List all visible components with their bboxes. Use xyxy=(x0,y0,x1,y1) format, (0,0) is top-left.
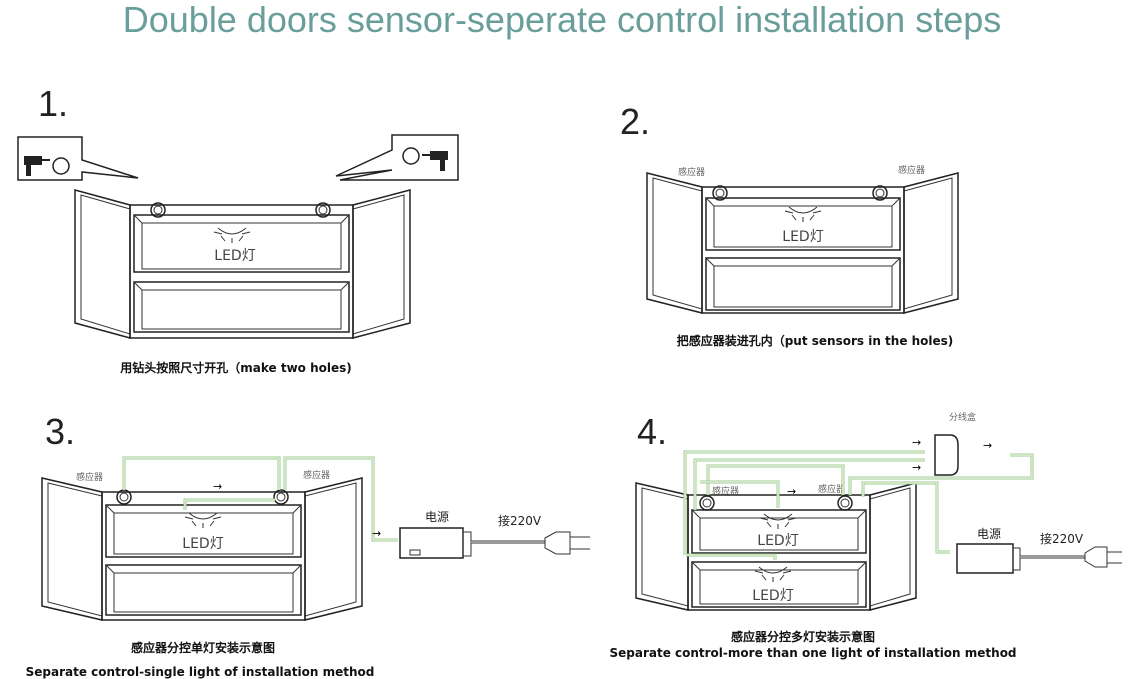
sensor-hole xyxy=(837,495,853,511)
right-door xyxy=(903,172,959,314)
hole-icon xyxy=(402,147,420,165)
arrow-icon: → xyxy=(787,485,796,498)
arrow-icon: → xyxy=(372,527,381,540)
light-icon xyxy=(784,206,822,222)
arrow-icon: → xyxy=(213,480,222,493)
drill-icon xyxy=(422,151,448,171)
step-4-caption-cn: 感应器分控多灯安装示意图 xyxy=(731,629,875,644)
light-icon xyxy=(754,566,792,582)
drawer xyxy=(105,564,302,616)
drawer xyxy=(133,214,350,273)
arrow-icon: → xyxy=(912,461,921,474)
sensor-wires: → → xyxy=(122,456,398,542)
step-2-number: 2. xyxy=(620,101,650,142)
power-supply xyxy=(399,527,590,559)
cabinet-body xyxy=(129,204,354,339)
led-label: LED灯 xyxy=(782,229,823,245)
cabinet-body xyxy=(101,491,306,621)
step-3-number: 3. xyxy=(45,411,75,452)
led-label: LED灯 xyxy=(182,536,223,552)
drill-callout-left xyxy=(17,136,139,181)
plug-icon xyxy=(1084,546,1108,568)
page-title: Double doors sensor-seperate control ins… xyxy=(123,0,1001,40)
sensor-label-right: 感应器 xyxy=(818,483,845,495)
sensor-label-left: 感应器 xyxy=(76,471,103,483)
left-door xyxy=(635,482,689,611)
cabinet xyxy=(41,477,363,621)
drawer xyxy=(691,509,867,554)
drawer xyxy=(705,197,901,251)
sensor-hole xyxy=(712,185,728,201)
sensor-hole xyxy=(872,185,888,201)
power-label: 电源 xyxy=(425,510,449,524)
step-1-caption: 用钻头按照尺寸开孔（make two holes) xyxy=(119,360,352,375)
left-door xyxy=(74,189,131,339)
cabinet xyxy=(646,172,959,314)
drill-callout-right xyxy=(335,134,459,181)
left-door xyxy=(646,172,703,314)
voltage-label: 接220V xyxy=(1040,531,1084,546)
sensor-hole xyxy=(273,489,289,505)
cabinet xyxy=(74,189,411,339)
drill-icon xyxy=(24,156,50,176)
arrow-icon: → xyxy=(912,436,921,449)
step-1-number: 1. xyxy=(38,83,68,124)
sensor-label-right: 感应器 xyxy=(898,164,925,176)
drawer xyxy=(691,561,867,608)
power-supply xyxy=(956,543,1122,574)
drawer xyxy=(705,257,901,311)
junction-box xyxy=(934,434,959,476)
right-door xyxy=(304,477,363,621)
sensor-hole xyxy=(699,495,715,511)
led-label: LED灯 xyxy=(214,248,255,264)
drawer xyxy=(133,281,350,333)
led-label: LED灯 xyxy=(757,533,798,549)
power-label: 电源 xyxy=(977,527,1001,541)
junction-label: 分线盒 xyxy=(949,411,976,423)
cabinet-body xyxy=(701,186,905,314)
step-3-caption-en: Separate control-single light of install… xyxy=(26,665,375,679)
drawer xyxy=(105,504,302,558)
step-4-caption-en: Separate control-more than one light of … xyxy=(609,646,1016,660)
step-4-number: 4. xyxy=(637,411,667,452)
sensor-hole xyxy=(150,202,166,218)
step-2-caption: 把感应器装进孔内（put sensors in the holes) xyxy=(677,333,954,348)
step-3-caption-cn: 感应器分控单灯安装示意图 xyxy=(131,640,275,655)
led-label-2: LED灯 xyxy=(752,588,793,604)
arrow-icon: → xyxy=(983,439,992,452)
sensor-wires: → → → → xyxy=(683,436,1034,560)
right-door xyxy=(869,482,917,611)
sensor-label-right: 感应器 xyxy=(303,469,330,481)
sensor-label-left: 感应器 xyxy=(712,485,739,497)
light-icon xyxy=(213,227,251,243)
plug-icon xyxy=(544,531,571,555)
left-door xyxy=(41,477,103,621)
sensor-hole xyxy=(315,202,331,218)
light-icon xyxy=(184,512,222,528)
sensor-label-left: 感应器 xyxy=(678,166,705,178)
right-door xyxy=(352,189,411,339)
hole-icon xyxy=(52,157,70,175)
voltage-label: 接220V xyxy=(498,513,542,528)
light-icon xyxy=(759,513,797,529)
